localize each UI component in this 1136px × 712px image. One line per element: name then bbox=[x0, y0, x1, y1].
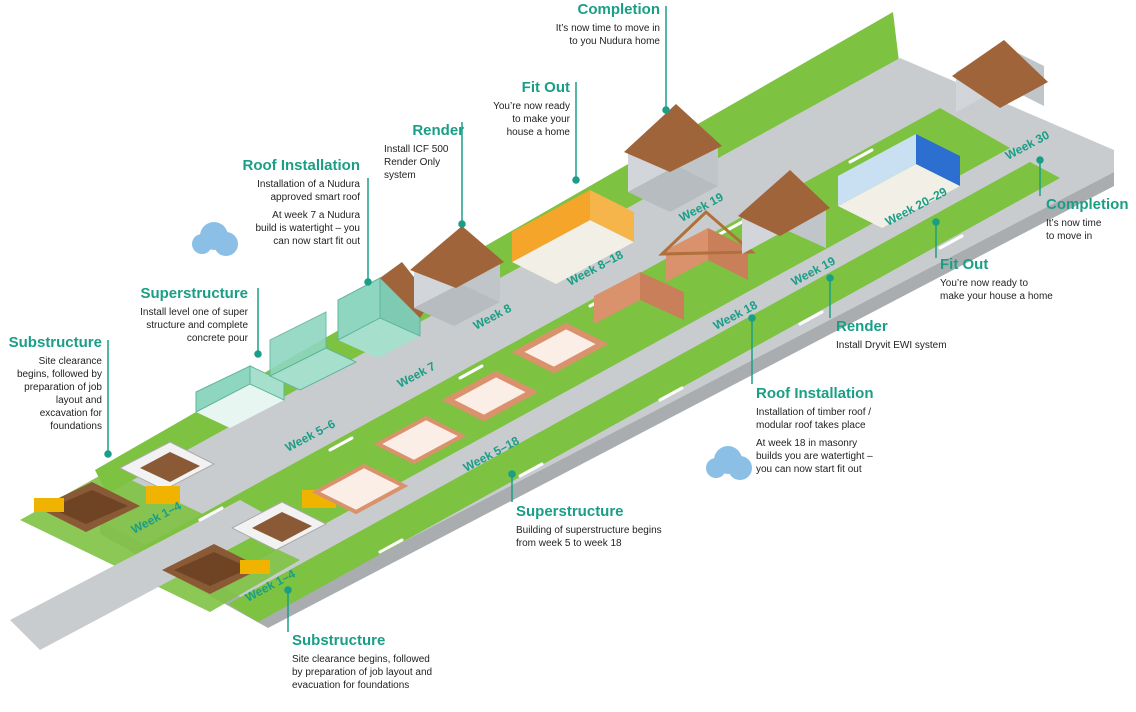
road-front bbox=[10, 500, 280, 650]
annotation-text: excavation for bbox=[39, 408, 102, 419]
bottom-house-fitout bbox=[838, 134, 960, 228]
cement-mixer-icon bbox=[146, 486, 180, 504]
annotation-text: preparation of job bbox=[24, 382, 102, 393]
annotation-text: It’s now time to move in bbox=[555, 23, 660, 34]
top-superstructure-annotation: Superstructure Install level one of supe… bbox=[110, 285, 248, 345]
annotation-text: by preparation of job layout and bbox=[292, 667, 433, 678]
annotation-text: At week 18 in masonry bbox=[756, 438, 858, 449]
annotation-text: evacuation for foundations bbox=[292, 680, 410, 691]
annotation-title: Fit Out bbox=[940, 256, 989, 273]
bottom-roof-annotation: Roof Installation Installation of timber… bbox=[756, 385, 916, 476]
annotation-text: structure and complete bbox=[146, 320, 248, 331]
annotation-text: foundations bbox=[50, 421, 102, 432]
annotation-text: approved smart roof bbox=[270, 192, 361, 203]
annotation-text: modular roof takes place bbox=[756, 420, 866, 431]
annotation-title: Fit Out bbox=[521, 79, 570, 96]
annotation-title: Substructure bbox=[292, 632, 386, 649]
bottom-house-render bbox=[738, 170, 830, 254]
annotation-title: Roof Installation bbox=[756, 385, 874, 402]
excavator-icon bbox=[240, 560, 270, 574]
cloud-icon bbox=[192, 222, 238, 256]
top-render-annotation: Render Install ICF 500 Render Only syste… bbox=[384, 122, 464, 182]
top-fitout-annotation: Fit Out You’re now ready to make your ho… bbox=[470, 79, 570, 139]
annotation-text: Install Dryvit EWI system bbox=[836, 340, 947, 351]
annotation-text: Site clearance bbox=[38, 356, 102, 367]
annotation-text: make your house a home bbox=[940, 291, 1053, 302]
bottom-house-complete bbox=[952, 40, 1048, 112]
annotation-text: to make your bbox=[512, 114, 570, 125]
top-icf-walls-level2 bbox=[268, 311, 358, 391]
annotation-text: Install ICF 500 bbox=[384, 144, 449, 155]
annotation-title: Render bbox=[836, 318, 888, 335]
leader-lines bbox=[104, 6, 1044, 632]
annotation-text: system bbox=[384, 170, 416, 181]
annotation-title: Roof Installation bbox=[242, 157, 361, 174]
annotation-text: can now start fit out bbox=[273, 236, 360, 247]
annotation-title: Substructure bbox=[8, 334, 102, 351]
annotation-text: Site clearance begins, followed bbox=[292, 654, 430, 665]
annotation-text: build is watertight – you bbox=[255, 223, 360, 234]
front-grass-strip bbox=[228, 162, 1060, 622]
bottom-substructure-annotation: Substructure Site clearance begins, foll… bbox=[292, 632, 472, 692]
top-foundation-slab bbox=[118, 441, 216, 504]
annotation-text: Installation of a Nudura bbox=[257, 179, 360, 190]
excavator-icon bbox=[34, 498, 64, 512]
annotation-text: Install level one of super bbox=[140, 307, 248, 318]
annotation-text: Building of superstructure begins bbox=[516, 525, 662, 536]
annotation-text: You’re now ready to bbox=[940, 278, 1029, 289]
annotation-text: layout and bbox=[55, 395, 102, 406]
bottom-road-dashes bbox=[378, 234, 964, 554]
annotation-text: builds you are watertight – bbox=[756, 451, 873, 462]
annotation-text: you can now start fit out bbox=[756, 464, 862, 475]
top-completion-annotation: Completion It’s now time to move in to y… bbox=[520, 1, 660, 48]
top-house-complete bbox=[624, 104, 722, 212]
bottom-superstructure-annotation: Superstructure Building of superstructur… bbox=[516, 503, 696, 550]
annotation-text: You’re now ready bbox=[493, 101, 570, 112]
annotation-text: to move in bbox=[1046, 231, 1093, 242]
bottom-completion-annotation: Completion It’s now time to move in bbox=[1046, 196, 1134, 243]
bottom-house-roof-install bbox=[658, 209, 756, 282]
annotation-text: Installation of timber roof / bbox=[756, 407, 872, 418]
annotation-title: Render bbox=[412, 122, 464, 139]
bottom-brick-walls bbox=[311, 272, 684, 515]
top-house-fitout bbox=[512, 190, 634, 284]
bottom-excavation-pit bbox=[162, 544, 270, 594]
annotation-text: concrete pour bbox=[186, 333, 248, 344]
top-excavation-pit bbox=[34, 482, 140, 532]
annotation-text: At week 7 a Nudura bbox=[272, 210, 360, 221]
cloud-icon bbox=[706, 446, 752, 480]
bottom-fitout-annotation: Fit Out You’re now ready to make your ho… bbox=[940, 256, 1090, 303]
annotation-text: begins, followed by bbox=[16, 369, 102, 380]
annotation-text: Render Only bbox=[384, 157, 441, 168]
annotation-text: house a home bbox=[506, 127, 570, 138]
top-substructure-annotation: Substructure Site clearance begins, foll… bbox=[4, 334, 102, 433]
annotation-title: Superstructure bbox=[516, 503, 624, 520]
top-house-render bbox=[410, 226, 504, 326]
annotation-title: Completion bbox=[577, 1, 661, 18]
annotation-title: Completion bbox=[1046, 196, 1129, 213]
top-icf-walls-level1 bbox=[195, 365, 285, 428]
annotation-text: to you Nudura home bbox=[569, 36, 660, 47]
top-roof-annotation: Roof Installation Installation of a Nudu… bbox=[222, 157, 361, 248]
annotation-title: Superstructure bbox=[140, 285, 248, 302]
bottom-render-annotation: Render Install Dryvit EWI system bbox=[836, 318, 986, 352]
annotation-text: It’s now time bbox=[1046, 218, 1102, 229]
annotation-text: from week 5 to week 18 bbox=[516, 538, 622, 549]
